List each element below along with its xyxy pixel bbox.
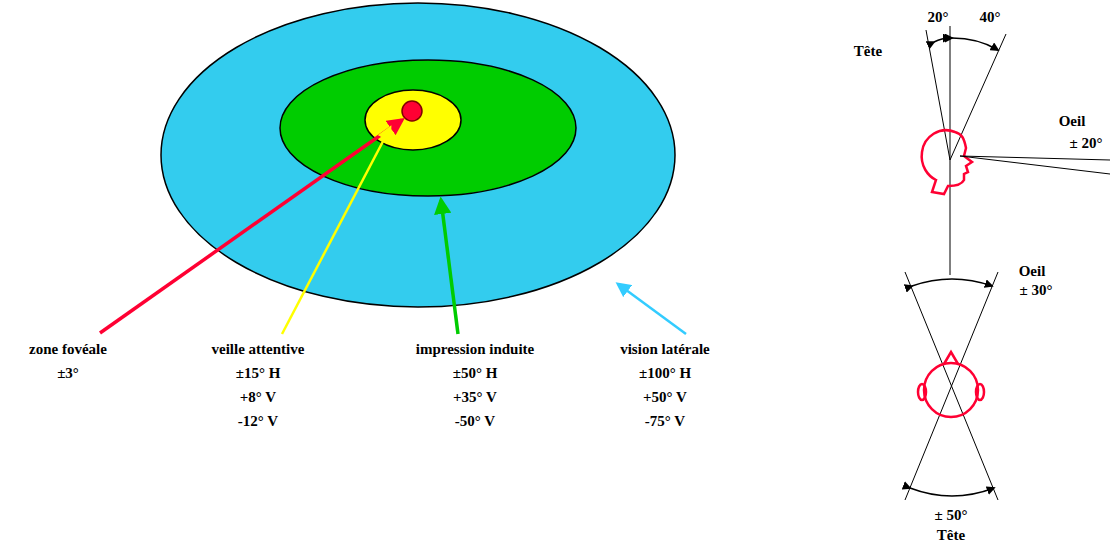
angle-value: 20°	[928, 8, 949, 26]
zone-name: vision latérale	[620, 340, 710, 358]
part-name: Oeil	[1019, 262, 1046, 280]
attentive-zone	[365, 90, 461, 150]
zone-name: zone fovéale	[29, 340, 107, 358]
part-name: Oeil	[1059, 112, 1086, 130]
part-name: Tête	[937, 526, 965, 544]
angle-value: ±3°	[57, 364, 79, 382]
angle-value: -75° V	[645, 412, 685, 430]
angle-value: ±100° H	[639, 364, 691, 382]
angle-value: ± 30°	[1020, 281, 1053, 299]
head-top-view	[905, 272, 998, 500]
angle-value: -12° V	[238, 412, 278, 430]
angle-value: ±50° H	[453, 364, 498, 382]
part-name: Tête	[854, 42, 882, 60]
leader-arrow	[441, 200, 458, 334]
lateral-vision-zone	[161, 3, 675, 307]
angle-value: +8° V	[240, 388, 276, 406]
zone-name: veille attentive	[212, 340, 305, 358]
zone-name: impression induite	[416, 340, 535, 358]
leader-arrow	[282, 128, 390, 334]
head-side-view	[922, 26, 1110, 275]
angle-value: ± 50°	[935, 506, 968, 524]
foveal-zone	[402, 101, 422, 121]
angle-value: 40°	[980, 8, 1001, 26]
leader-arrow	[100, 120, 402, 333]
angle-value: ± 20°	[1070, 134, 1103, 152]
angle-value: +35° V	[453, 388, 497, 406]
angle-value: ±15° H	[236, 364, 281, 382]
angle-value: +50° V	[643, 388, 687, 406]
leader-arrow	[618, 284, 686, 334]
angle-value: -50° V	[455, 412, 495, 430]
